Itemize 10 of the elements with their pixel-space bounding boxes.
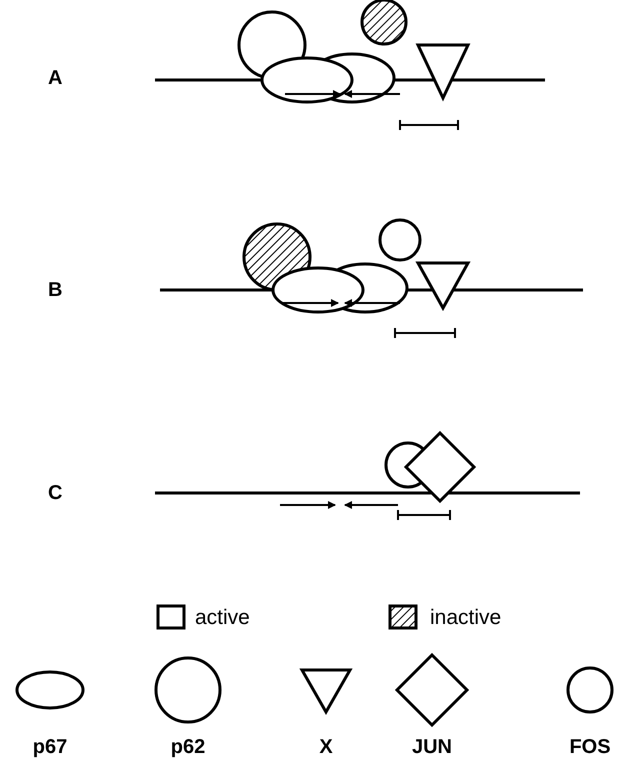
- legend-label: JUN: [412, 737, 452, 757]
- legend-label: inactive: [430, 607, 502, 628]
- panel-label: B: [48, 280, 62, 300]
- legend-label: active: [195, 607, 250, 628]
- legend-label: X: [319, 737, 333, 757]
- panel-label: A: [48, 68, 62, 88]
- legend-label: p67: [32, 737, 68, 757]
- legend-label: p62: [170, 737, 206, 757]
- legend-label: FOS: [569, 737, 611, 757]
- panel-label: C: [48, 483, 62, 503]
